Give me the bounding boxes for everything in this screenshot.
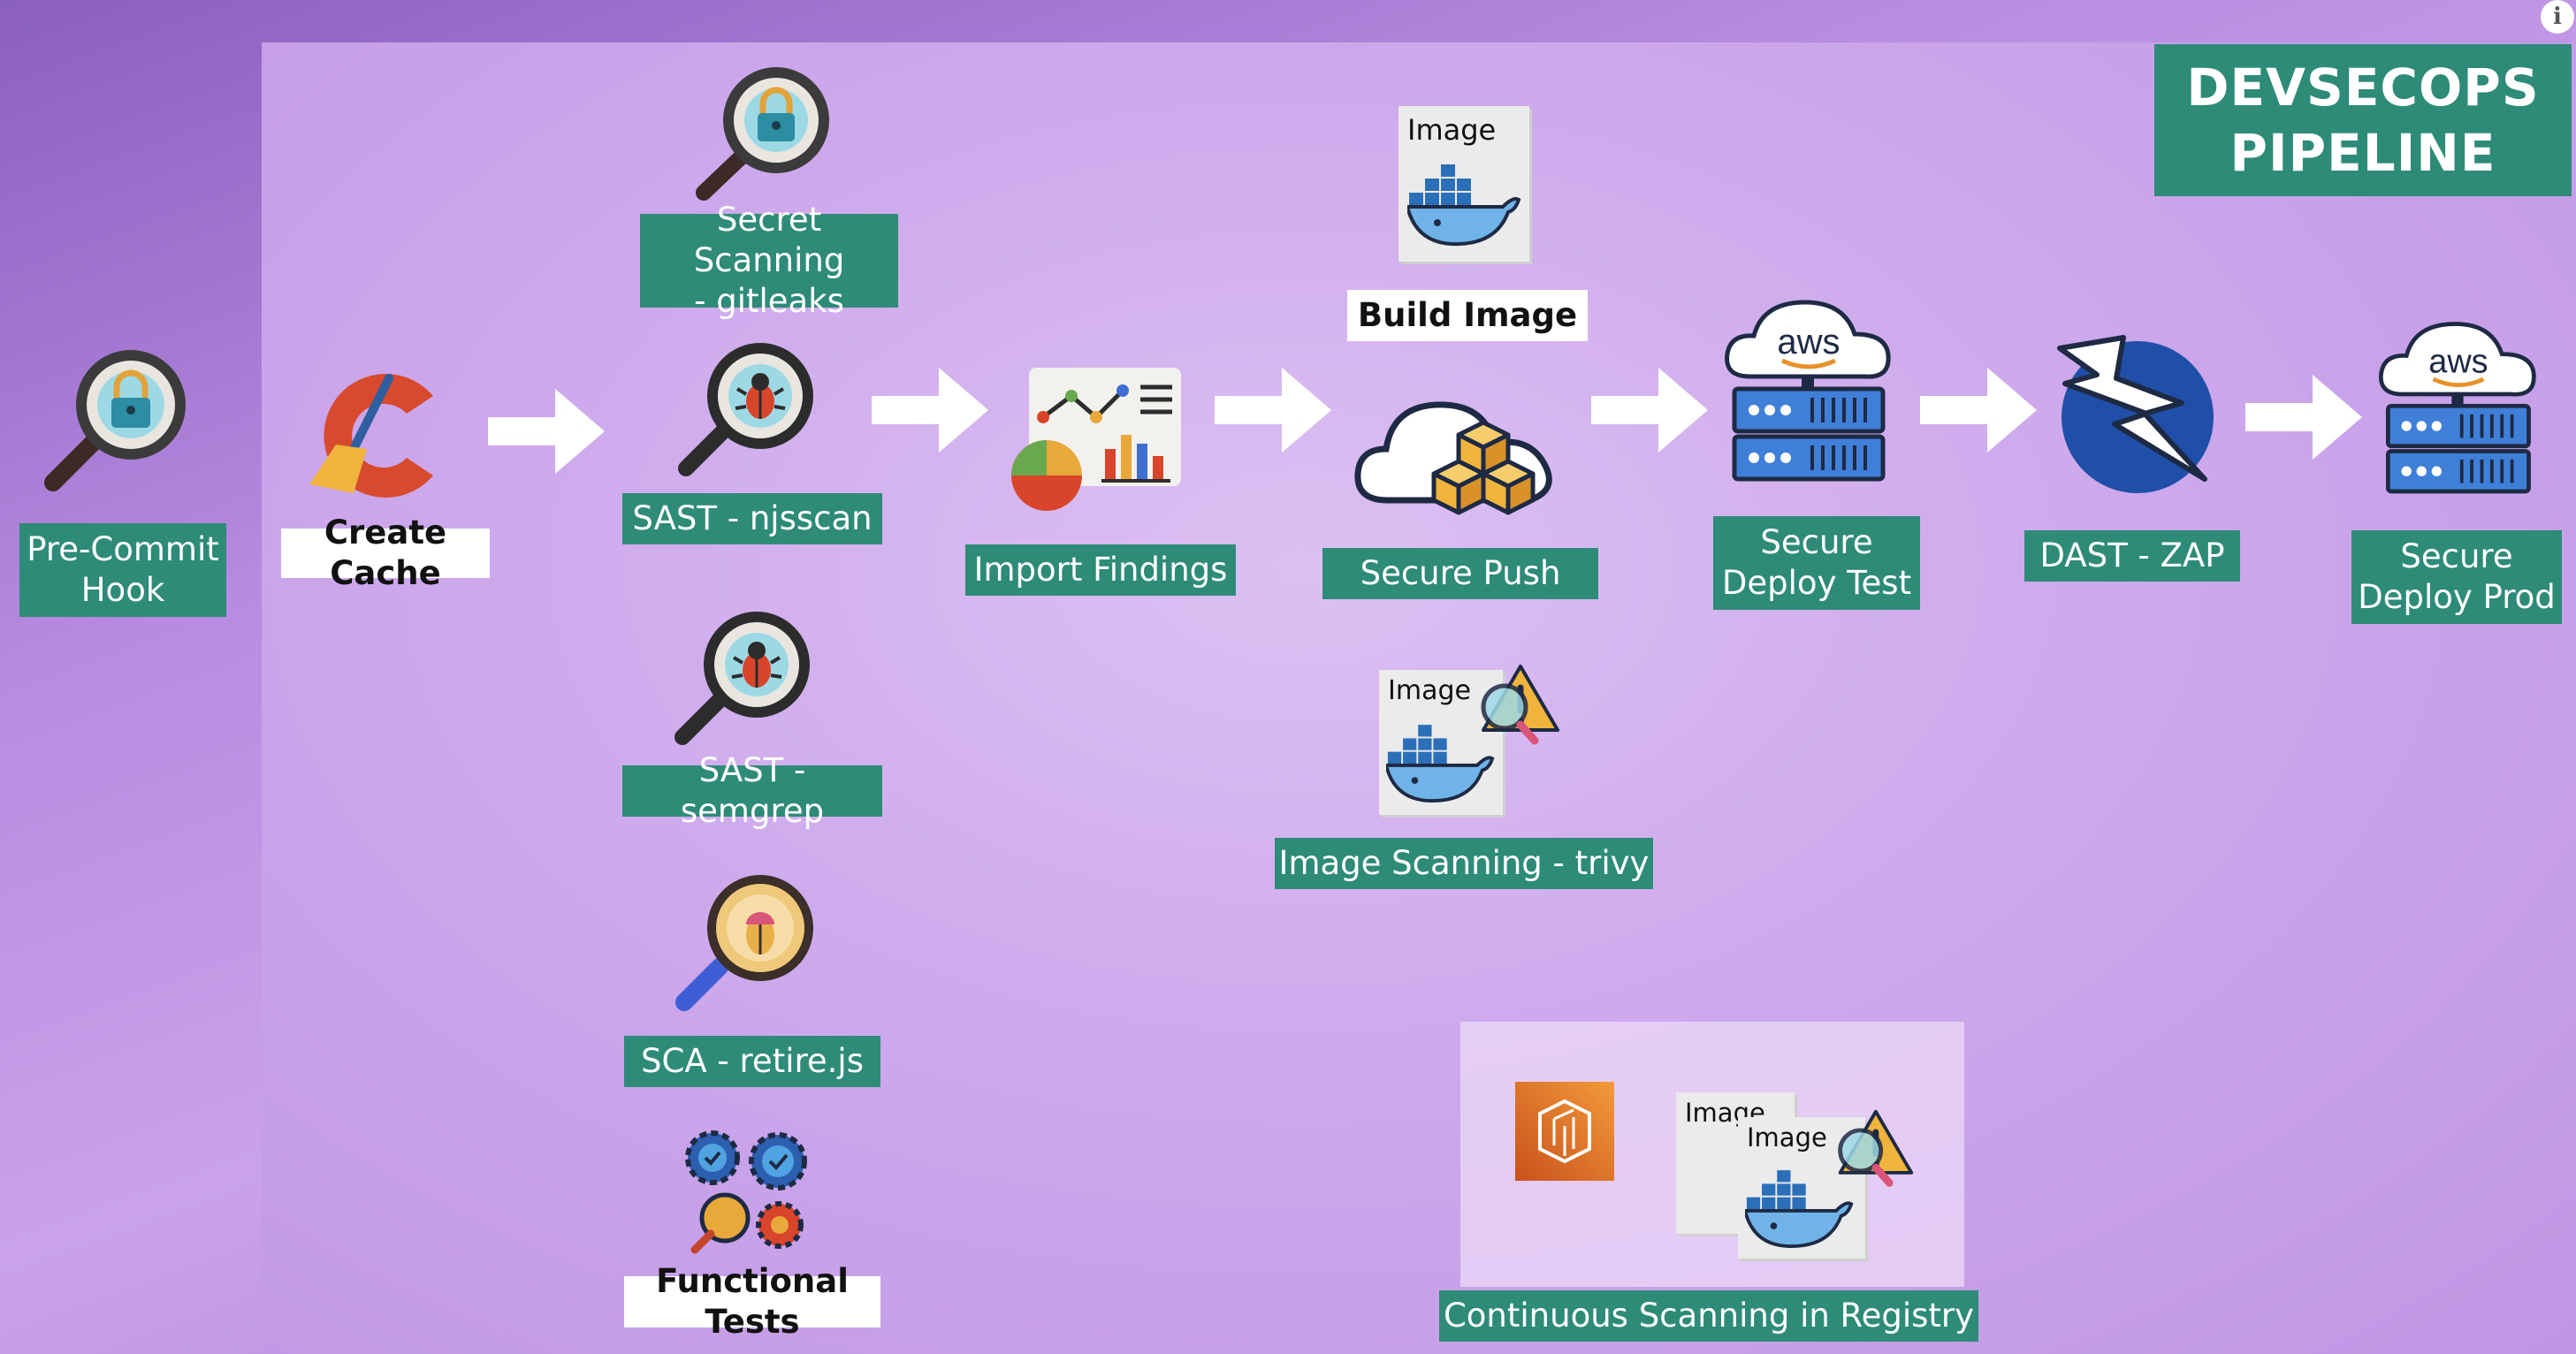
flow-arrow-icon [872, 368, 988, 453]
flow-arrow-icon [2245, 375, 2362, 460]
lock-magnifier-icon [44, 350, 186, 491]
cloud-boxes-icon [1354, 401, 1552, 515]
info-button[interactable]: i [2541, 0, 2574, 34]
step-label-secure-deploy-test: Secure Deploy Test [1713, 516, 1920, 610]
flow-arrow-icon [1591, 368, 1708, 453]
secret-lock-magnifier-icon [696, 67, 829, 201]
step-label-sast-njsscan: SAST - njsscan [622, 493, 882, 544]
ecr-registry-icon [1515, 1082, 1614, 1181]
flow-arrow-icon [488, 389, 605, 474]
step-label-create-cache: Create Cache [281, 513, 490, 592]
sca-magnifier-icon [675, 875, 813, 1011]
warning-magnifier-icon [1481, 665, 1559, 745]
image-caption: Image [1407, 113, 1497, 147]
docker-whale-icon [1386, 725, 1495, 803]
zap-lightning-icon [2057, 335, 2214, 493]
image-caption: Image [1747, 1122, 1827, 1152]
step-label-sast-semgrep: SAST - semgrep [622, 751, 882, 830]
docker-image-card: Image [1399, 106, 1529, 262]
aws-server-icon: aws [1725, 300, 1891, 482]
bug-magnifier-icon [678, 343, 813, 476]
step-label-secure-push: Secure Push [1322, 548, 1598, 599]
aws-server-icon: aws [2378, 322, 2536, 494]
docker-whale-icon [1745, 1170, 1854, 1248]
step-label-sca-retire: SCA - retire.js [624, 1036, 880, 1087]
docker-image-card: Image [1379, 670, 1503, 815]
flow-arrow-icon [1920, 368, 2037, 453]
step-label-dast-zap: DAST - ZAP [2024, 530, 2240, 582]
cache-broom-icon [309, 374, 433, 498]
bug-magnifier-icon [674, 612, 810, 745]
aws-label: aws [1777, 323, 1840, 361]
step-label-secret-scanning: Secret Scanning - gitleaks [640, 201, 898, 320]
warning-magnifier-icon [1838, 1109, 1914, 1187]
aws-label: aws [2428, 343, 2488, 380]
gears-icon [685, 1130, 807, 1254]
step-label-build-image: Build Image [1347, 290, 1588, 341]
step-label-import-findings: Import Findings [965, 544, 1236, 596]
image-caption: Image [1388, 675, 1471, 706]
docker-whale-icon [1407, 164, 1521, 247]
step-label-secure-deploy-prod: Secure Deploy Prod [2351, 530, 2562, 624]
step-label-functional-tests: Functional Tests [624, 1262, 880, 1341]
step-label-image-scanning: Image Scanning - trivy [1275, 838, 1653, 889]
flow-arrow-icon [1215, 368, 1331, 453]
step-label-pre-commit-hook: Pre-Commit Hook [19, 523, 226, 617]
step-label-continuous-scanning: Continuous Scanning in Registry [1439, 1290, 1978, 1342]
diagram-title: DEVSECOPS PIPELINE [2154, 44, 2572, 196]
chart-dashboard-icon [1011, 368, 1181, 511]
